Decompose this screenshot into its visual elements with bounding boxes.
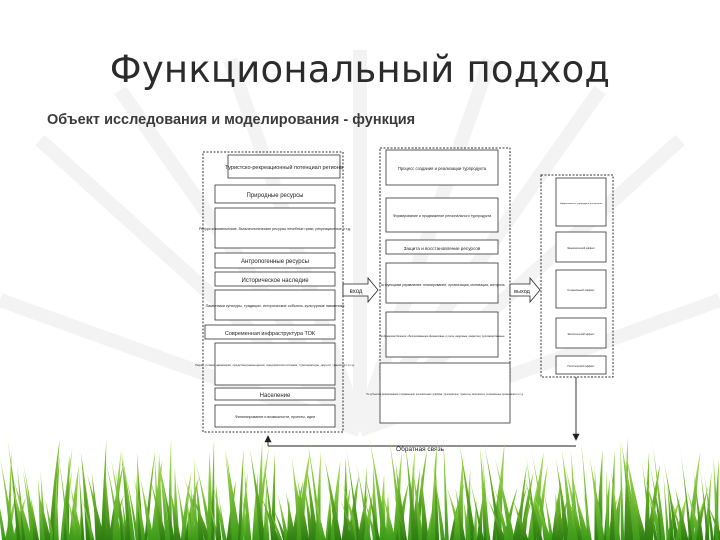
grass-decoration — [0, 430, 720, 540]
left-column: Туристско-рекреационный потенциал регион… — [195, 152, 355, 432]
input-arrow-label: вход — [350, 289, 363, 295]
left-item-8: Финансирование и возможности, проекты, и… — [235, 415, 315, 419]
right-item-4: Политический эффект — [567, 364, 595, 368]
right-item-1: Экономический эффект — [567, 247, 596, 250]
left-item-6: Парки, пляжи, аквапарки, средства размещ… — [195, 363, 355, 367]
left-item-4: Памятники культуры, традиции, историческ… — [206, 304, 345, 308]
right-item-0: Эффективность турпродукта для региона — [560, 202, 603, 205]
left-item-1: Ресурс климатические, бальнеологические … — [199, 227, 351, 231]
middle-item-1: Защита и восстановление ресурсов — [404, 246, 481, 251]
left-item-7: Население — [260, 393, 291, 399]
middle-item-2: По функциям управления: планирование, ор… — [379, 283, 505, 287]
grass-blade — [443, 438, 448, 540]
middle-header: Процесс создания и реализации турпродукт… — [398, 166, 487, 171]
left-item-0: Природные ресурсы — [247, 193, 304, 199]
input-arrow: вход — [343, 278, 378, 302]
middle-item-3: По функциям бизнеса: обеспечивающие фина… — [379, 334, 505, 338]
left-header: Туристско-рекреационный потенциал регион… — [225, 164, 344, 171]
left-item-3: Историческое наследие — [241, 278, 309, 284]
right-column: Эффективность турпродукта для региона Эк… — [541, 175, 613, 377]
left-item-2: Антропогенные ресурсы — [241, 259, 309, 265]
right-item-3: Экологический эффект — [567, 333, 595, 336]
grass-blade — [620, 440, 624, 540]
grass-blade — [590, 458, 605, 540]
right-item-2: Социальный эффект — [567, 288, 595, 292]
left-item-5: Современная инфраструктура ТОК — [225, 331, 316, 337]
output-arrow: выход — [510, 278, 540, 302]
middle-column: Процесс создания и реализации турпродукт… — [366, 148, 524, 423]
middle-item-4: По субъектам формирования и продвижения:… — [366, 393, 524, 396]
middle-item-0: Формирование и продвижение регионального… — [393, 214, 491, 218]
output-arrow-label: выход — [514, 289, 531, 295]
grass-blade — [421, 473, 429, 540]
